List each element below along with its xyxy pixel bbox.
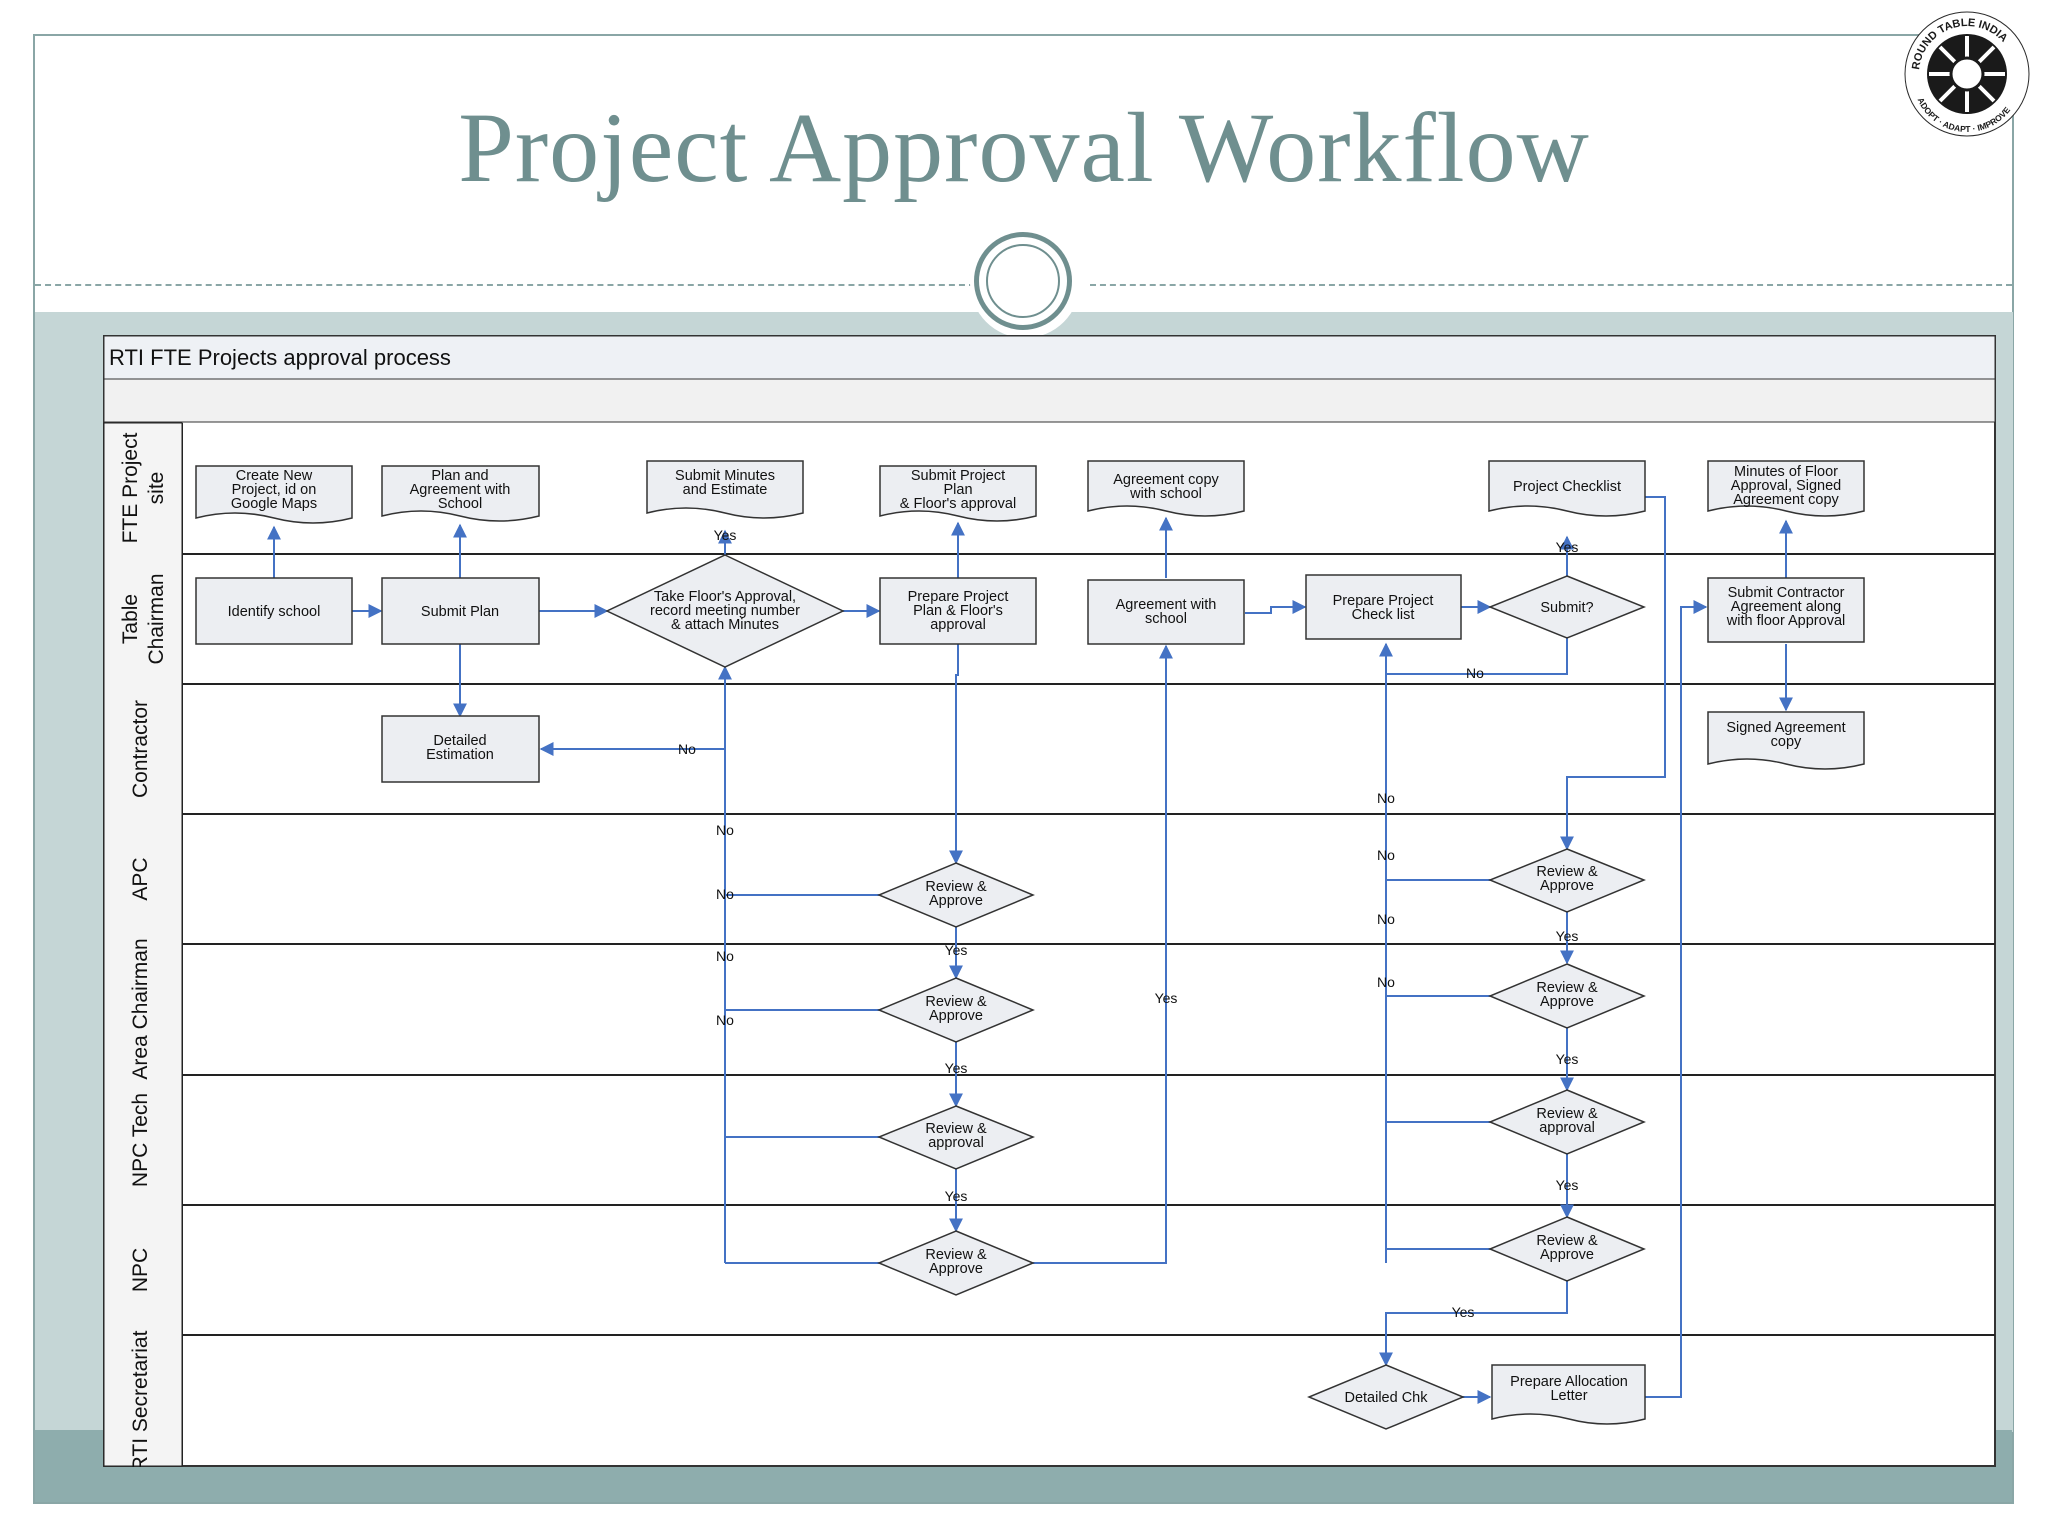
edge-label-no: No <box>716 886 734 902</box>
edge-label-no: No <box>716 1012 734 1028</box>
diamond-area-review-1 <box>877 977 1035 1043</box>
doc-project-checklist <box>1488 460 1646 517</box>
text-apc-review-1: Review &Approve <box>925 879 987 909</box>
diagram-frame <box>103 335 1996 1467</box>
edge-label-yes: Yes <box>1556 1051 1579 1067</box>
diamond-npc-review-2 <box>1488 1216 1646 1282</box>
doc-agreement-copy <box>1087 460 1245 517</box>
edge-label-yes: Yes <box>1556 928 1579 944</box>
edge-label-yes: Yes <box>945 1188 968 1204</box>
title-divider-right <box>1090 284 2012 286</box>
edge-label-yes: Yes <box>1556 539 1579 555</box>
edge-label-no: No <box>678 741 696 757</box>
diamond-submit <box>1487 575 1647 639</box>
edge-label-no: No <box>1377 911 1395 927</box>
box-identify-school <box>195 577 353 645</box>
diamond-npctech-review-2 <box>1488 1089 1646 1155</box>
text-apc-review-2: Review &Approve <box>1536 864 1598 894</box>
edge-label-yes: Yes <box>714 527 737 543</box>
doc-submit-minutes <box>646 460 804 519</box>
edge-label-no: No <box>1377 790 1395 806</box>
edge-label-yes: Yes <box>1155 990 1178 1006</box>
slide-title: Project Approval Workflow <box>458 92 1590 203</box>
diagram-subheader <box>103 378 1996 423</box>
box-submit-contractor <box>1707 577 1865 643</box>
lane-label-apc: APC <box>129 857 152 900</box>
title-divider-left <box>35 284 975 286</box>
text-submit-plan: Submit Plan <box>421 604 499 620</box>
diamond-detailed-chk <box>1307 1364 1465 1430</box>
text-area-review-2: Review &Approve <box>1536 980 1598 1010</box>
text-identify-school: Identify school <box>228 604 321 620</box>
edge-label-no: No <box>1466 665 1484 681</box>
text-area-review-1: Review &Approve <box>925 994 987 1024</box>
diamond-take-floor-approval <box>605 554 845 668</box>
divider-ring <box>974 232 1072 330</box>
approval-process-diagram: RTI FTE Projects approval process FTE Pr… <box>103 335 1996 1467</box>
divider-ring-inner <box>986 244 1060 318</box>
diamond-apc-review-1 <box>877 862 1035 928</box>
doc-signed-agreement <box>1707 711 1865 770</box>
text-project-checklist: Project Checklist <box>1513 479 1621 495</box>
edge-label-no: No <box>716 822 734 838</box>
doc-plan-agreement <box>381 465 540 522</box>
diamond-apc-review-2 <box>1488 848 1646 913</box>
doc-allocation-letter <box>1491 1364 1646 1425</box>
box-detailed-estimation <box>381 715 540 783</box>
diagram-title: RTI FTE Projects approval process <box>109 345 451 370</box>
text-npc-review-2: Review &Approve <box>1536 1233 1598 1263</box>
text-detailed-chk: Detailed Chk <box>1344 1390 1428 1406</box>
diamond-area-review-2 <box>1488 963 1646 1029</box>
text-npctech-review-2: Review &approval <box>1536 1106 1598 1136</box>
right-band <box>1995 312 2013 1432</box>
diamond-npctech-review-1 <box>877 1105 1035 1170</box>
text-take-floor-approval: Take Floor's Approval,record meeting num… <box>650 589 800 633</box>
lane-header-column <box>103 422 183 1467</box>
diamond-npc-review-1 <box>877 1230 1035 1296</box>
lane-label-rti-secretariat: RTI Secretariat <box>129 1330 152 1467</box>
text-npc-review-1: Review &Approve <box>925 1247 987 1277</box>
doc-submit-project-plan <box>879 465 1037 522</box>
round-table-india-logo: ROUND TABLE INDIA ADOPT · ADAPT · IMPROV… <box>1904 11 2030 137</box>
lane-label-npc-tech: NPC Tech <box>129 1093 152 1187</box>
box-prepare-project-plan <box>879 577 1037 645</box>
doc-minutes-floor <box>1707 460 1865 517</box>
edge-label-yes: Yes <box>1452 1304 1475 1320</box>
doc-create-project <box>195 465 353 524</box>
lane-label-npc: NPC <box>129 1248 152 1292</box>
lane-label-contractor: Contractor <box>129 700 152 798</box>
lane-label-area-chairman: Area Chairman <box>129 938 152 1079</box>
edge-label-yes: Yes <box>945 1060 968 1076</box>
text-submit-decision: Submit? <box>1540 600 1593 616</box>
edge-label-no: No <box>1377 847 1395 863</box>
edge-label-yes: Yes <box>945 942 968 958</box>
box-submit-plan <box>381 577 540 645</box>
box-agreement-with-school <box>1087 579 1245 645</box>
edge-label-yes: Yes <box>1556 1177 1579 1193</box>
box-prepare-checklist <box>1305 574 1462 640</box>
left-band <box>35 312 103 1432</box>
text-npctech-review-1: Review &approval <box>925 1121 987 1151</box>
edge-label-no: No <box>716 948 734 964</box>
edge-label-no: No <box>1377 974 1395 990</box>
